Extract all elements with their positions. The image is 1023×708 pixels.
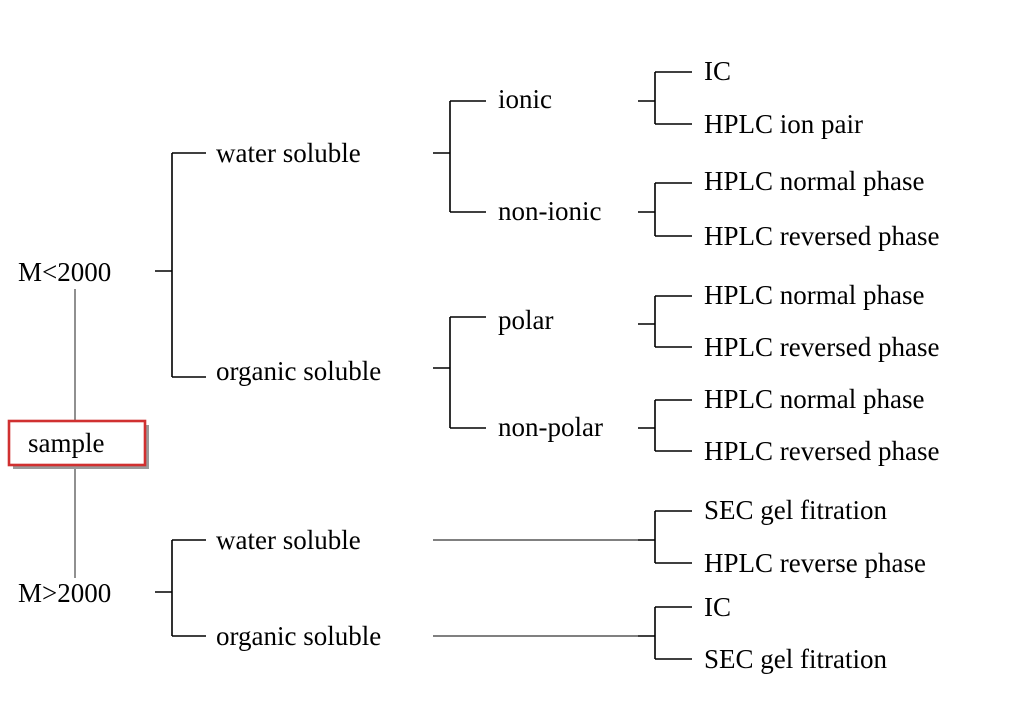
molar-mass-level: M<2000 M>2000 — [18, 152, 206, 637]
method-hplc-ion-pair: HPLC ion pair — [704, 109, 863, 139]
low-water-connector — [433, 100, 486, 213]
node-low-water-soluble: water soluble — [216, 138, 361, 168]
method-polar-normal: HPLC normal phase — [704, 280, 924, 310]
low-organic-connector — [433, 316, 486, 429]
non-ionic-connector — [638, 182, 692, 237]
sample-label: sample — [28, 428, 104, 458]
non-polar-connector — [638, 399, 692, 452]
method-high-water-hplc: HPLC reverse phase — [704, 548, 926, 578]
method-nonpolar-normal: HPLC normal phase — [704, 384, 924, 414]
character-level: ionic non-ionic polar non-polar — [498, 71, 692, 660]
method-level: IC HPLC ion pair HPLC normal phase HPLC … — [704, 56, 939, 674]
method-nonpolar-reversed: HPLC reversed phase — [704, 436, 939, 466]
method-high-organic-ic: IC — [704, 592, 731, 622]
method-ic-ionic: IC — [704, 56, 731, 86]
high-organic-connector — [638, 606, 692, 660]
polar-connector — [638, 295, 692, 348]
root-group: sample — [7, 289, 149, 578]
low-mass-connector — [155, 152, 206, 378]
node-polar: polar — [498, 305, 553, 335]
node-non-polar: non-polar — [498, 412, 603, 442]
method-nonionic-reversed: HPLC reversed phase — [704, 221, 939, 251]
sample-box[interactable] — [7, 419, 147, 467]
node-ionic: ionic — [498, 84, 552, 114]
method-nonionic-normal: HPLC normal phase — [704, 166, 924, 196]
high-mass-connector — [155, 539, 206, 637]
ionic-connector — [638, 71, 692, 125]
method-high-water-sec: SEC gel fitration — [704, 495, 887, 525]
node-low-mass: M<2000 — [18, 257, 111, 287]
solubility-level: water soluble organic soluble water solu… — [216, 100, 655, 651]
node-high-organic-soluble: organic soluble — [216, 621, 381, 651]
method-high-organic-sec: SEC gel fitration — [704, 644, 887, 674]
node-high-water-soluble: water soluble — [216, 525, 361, 555]
node-high-mass: M>2000 — [18, 578, 111, 608]
method-polar-reversed: HPLC reversed phase — [704, 332, 939, 362]
node-non-ionic: non-ionic — [498, 196, 601, 226]
high-water-connector — [638, 510, 692, 564]
node-low-organic-soluble: organic soluble — [216, 356, 381, 386]
